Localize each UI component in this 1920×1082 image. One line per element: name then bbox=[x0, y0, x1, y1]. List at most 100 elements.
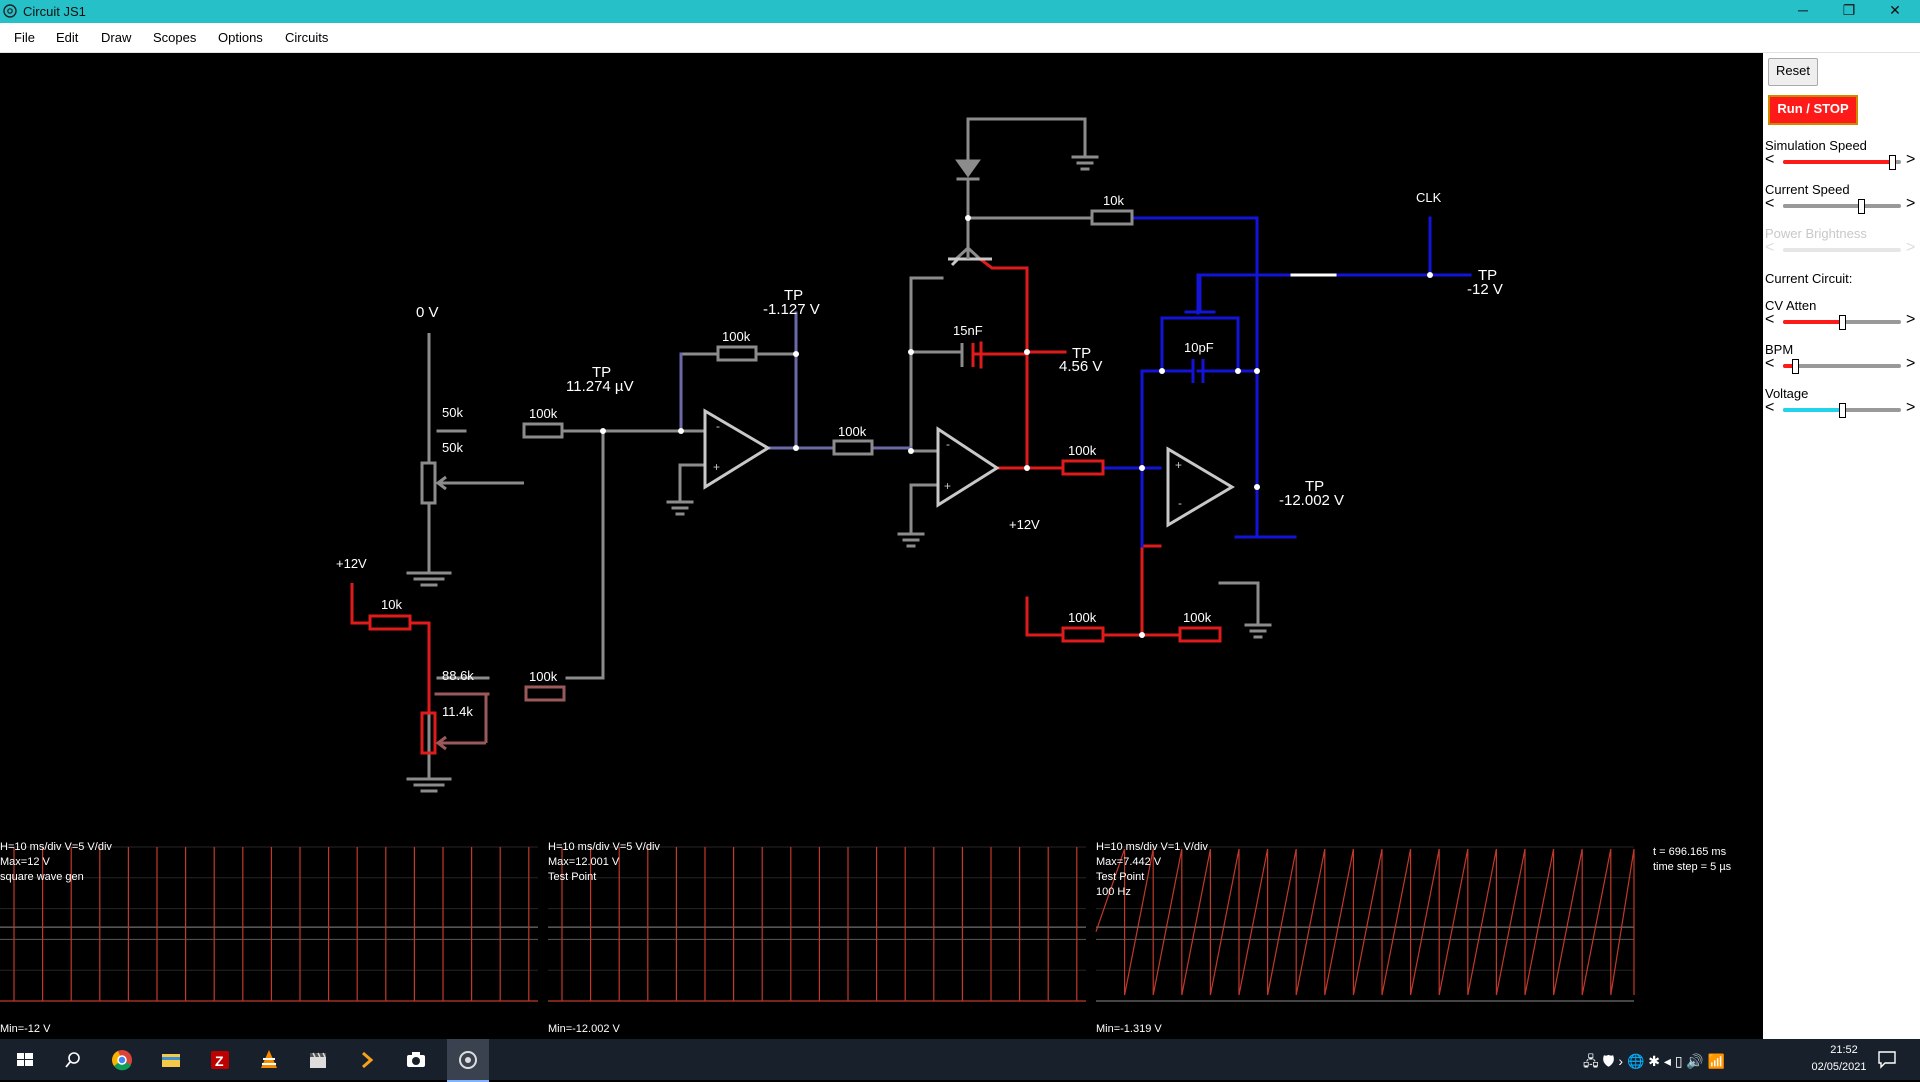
pot1-wiper bbox=[435, 475, 452, 491]
vlc-icon[interactable] bbox=[254, 1045, 284, 1075]
menu-scopes[interactable]: Scopes bbox=[153, 30, 197, 45]
slider-left-arrow-icon: < bbox=[1765, 239, 1775, 256]
pot2-wiper bbox=[435, 735, 452, 751]
tp2-value: -1.127 V bbox=[763, 301, 820, 318]
menu-draw[interactable]: Draw bbox=[101, 30, 132, 45]
slider-thumb[interactable] bbox=[1857, 199, 1865, 214]
circuitjs-icon[interactable] bbox=[453, 1045, 483, 1075]
clapperboard-icon[interactable] bbox=[303, 1045, 333, 1075]
label-15nf: 15nF bbox=[953, 323, 983, 338]
resistor-100k-integrator[interactable] bbox=[832, 439, 874, 456]
slider-left-arrow-icon[interactable]: < bbox=[1765, 355, 1775, 372]
slider-left-arrow-icon[interactable]: < bbox=[1765, 151, 1775, 168]
resistor-100k-offset[interactable] bbox=[524, 685, 566, 702]
search-icon[interactable] bbox=[58, 1045, 88, 1075]
menu-file[interactable]: File bbox=[14, 30, 35, 45]
slider-right-arrow-icon[interactable]: > bbox=[1906, 195, 1916, 212]
slider-fill bbox=[1783, 364, 1795, 368]
slider-left-arrow-icon[interactable]: < bbox=[1765, 311, 1775, 328]
tp3-value: 4.56 V bbox=[1059, 358, 1102, 375]
slider-track[interactable] bbox=[1783, 403, 1901, 418]
power-brightness-slider: <> bbox=[1763, 239, 1920, 258]
clock-time[interactable]: 21:52 bbox=[1830, 1044, 1858, 1056]
current-speed-slider[interactable]: <> bbox=[1763, 195, 1920, 214]
label-100k-offset: 100k bbox=[529, 669, 558, 684]
resistor-10k-supply[interactable] bbox=[368, 614, 412, 631]
mosfet-switch bbox=[1175, 273, 1224, 320]
windows-start-icon[interactable] bbox=[10, 1045, 40, 1075]
notification-icon[interactable] bbox=[1876, 1048, 1898, 1070]
slider-right-arrow-icon[interactable]: > bbox=[1906, 311, 1916, 328]
slider-left-arrow-icon[interactable]: < bbox=[1765, 195, 1775, 212]
slider-track[interactable] bbox=[1783, 359, 1901, 374]
label-pot2-top: 88.6k bbox=[442, 668, 474, 683]
label-100k-bias-right: 100k bbox=[1183, 610, 1212, 625]
resistor-10k-top[interactable] bbox=[1090, 209, 1134, 226]
tp5-title: TP bbox=[1478, 267, 1497, 284]
close-button[interactable]: ✕ bbox=[1889, 2, 1901, 18]
slider-fill bbox=[1783, 248, 1842, 252]
menu-circuits[interactable]: Circuits bbox=[285, 30, 329, 45]
label-10k-top: 10k bbox=[1103, 193, 1124, 208]
slider-right-arrow-icon[interactable]: > bbox=[1906, 355, 1916, 372]
label-100k-input: 100k bbox=[529, 406, 558, 421]
current-source-arrow bbox=[955, 159, 981, 178]
system-tray-icons[interactable]: 🖧 🛡 › 🌐 ✱ ◂ ▯ 🔊 📶 bbox=[1583, 1053, 1726, 1069]
opamp2-minus: - bbox=[946, 437, 950, 451]
resistor-100k-input[interactable] bbox=[522, 422, 564, 439]
reset-button[interactable]: Reset bbox=[1768, 58, 1818, 86]
current-circuit-label: Current Circuit: bbox=[1765, 271, 1853, 286]
slider-thumb[interactable] bbox=[1839, 315, 1846, 330]
opamp-comparator[interactable] bbox=[1166, 446, 1235, 528]
file-explorer-icon[interactable] bbox=[156, 1045, 186, 1075]
resistor-100k-comparator[interactable] bbox=[1061, 459, 1105, 476]
filezilla-icon[interactable]: Z bbox=[205, 1045, 235, 1075]
slider-right-arrow-icon[interactable]: > bbox=[1906, 399, 1916, 416]
chrome-icon[interactable] bbox=[107, 1045, 137, 1075]
resistor-100k-bias-left[interactable] bbox=[1061, 626, 1105, 643]
slider-track[interactable] bbox=[1783, 155, 1901, 170]
label-100k-comparator: 100k bbox=[1068, 443, 1097, 458]
clock-date[interactable]: 02/05/2021 bbox=[1811, 1061, 1867, 1073]
slider-thumb[interactable] bbox=[1839, 403, 1846, 418]
bpm-slider[interactable]: <> bbox=[1763, 355, 1920, 374]
opamp-inverting[interactable] bbox=[703, 408, 771, 490]
circuit-canvas[interactable]: - + - + + - 0 V TP 11.274 µV TP -1.1 bbox=[0, 53, 1763, 1039]
opamp3-plus: + bbox=[1175, 458, 1182, 472]
label-pot2-bottom: 11.4k bbox=[442, 704, 473, 719]
circuit-schematic[interactable]: - + - + + - 0 V TP 11.274 µV TP -1.1 bbox=[0, 53, 1763, 1039]
resistor-100k-feedback[interactable] bbox=[716, 345, 758, 362]
potentiometer-50k[interactable] bbox=[420, 461, 437, 505]
sim-info: t = 696.165 ms time step = 5 µs bbox=[1653, 846, 1732, 873]
run-stop-button[interactable]: Run / STOP bbox=[1768, 95, 1858, 125]
label-plus12-left: +12V bbox=[336, 556, 367, 571]
slider-track[interactable] bbox=[1783, 315, 1901, 330]
slider-thumb[interactable] bbox=[1791, 359, 1799, 374]
potentiometer-88k[interactable] bbox=[420, 711, 437, 755]
camera-icon[interactable] bbox=[401, 1045, 431, 1075]
slider-right-arrow-icon: > bbox=[1906, 239, 1916, 256]
red-wires bbox=[350, 256, 1182, 715]
voltage-slider[interactable]: <> bbox=[1763, 399, 1920, 418]
window-title: Circuit JS1 bbox=[23, 4, 86, 19]
slider-left-arrow-icon[interactable]: < bbox=[1765, 399, 1775, 416]
menu-options[interactable]: Options bbox=[218, 30, 263, 45]
slider-fill bbox=[1783, 408, 1842, 412]
maximize-button[interactable]: ❐ bbox=[1842, 2, 1856, 18]
opamp2-plus: + bbox=[944, 479, 951, 493]
scope3-min: Min=-1.319 V bbox=[1096, 1023, 1162, 1035]
slider-right-arrow-icon[interactable]: > bbox=[1906, 151, 1916, 168]
opamp-integrator[interactable] bbox=[936, 426, 1000, 508]
transistor[interactable] bbox=[948, 248, 992, 267]
slider-thumb[interactable] bbox=[1888, 155, 1896, 170]
minimize-button[interactable]: ─ bbox=[1798, 2, 1808, 18]
menu-edit[interactable]: Edit bbox=[56, 30, 79, 45]
slider-track[interactable] bbox=[1783, 199, 1901, 214]
slider-fill bbox=[1783, 204, 1861, 208]
chevron-app-icon[interactable] bbox=[352, 1045, 382, 1075]
grey-wires bbox=[406, 117, 1272, 793]
cv-atten-slider[interactable]: <> bbox=[1763, 311, 1920, 330]
sim-speed-label: Simulation Speed bbox=[1765, 138, 1867, 153]
resistor-100k-bias-right[interactable] bbox=[1178, 626, 1222, 643]
sim-speed-slider[interactable]: <> bbox=[1763, 151, 1920, 170]
